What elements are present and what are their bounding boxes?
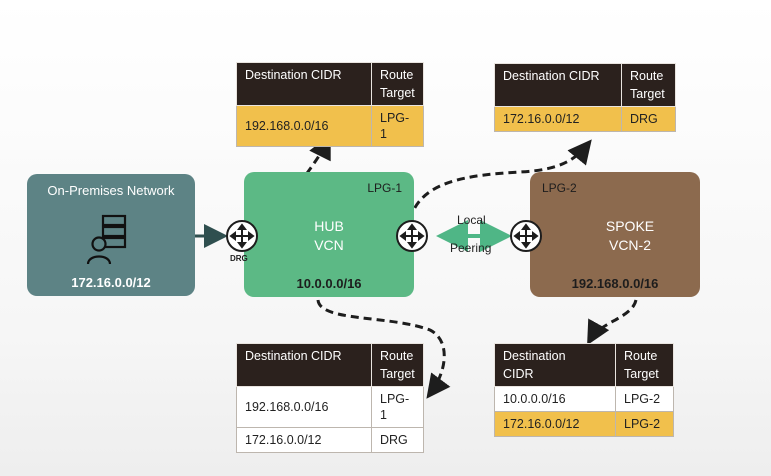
spoke-name-line2: VCN-2 xyxy=(608,237,651,253)
hub-name-line2: VCN xyxy=(314,237,344,253)
peering-label-line2: Peering xyxy=(450,241,492,255)
route-table-bottom-right: Destination CIDR Route Target 10.0.0.0/1… xyxy=(494,343,674,437)
cell-target: DRG xyxy=(371,427,424,453)
cell-destination: 172.16.0.0/12 xyxy=(236,427,372,453)
hub-vcn-box: LPG-1 HUB VCN 10.0.0.0/16 xyxy=(244,172,414,297)
col-header-destination: Destination CIDR xyxy=(494,63,622,107)
lpg2-router-icon xyxy=(510,220,542,252)
dashed-arrow-spoke-to-bottom-right-table xyxy=(587,299,638,346)
route-table-top-left: Destination CIDR Route Target 192.168.0.… xyxy=(236,62,424,147)
spoke-vcn-box: LPG-2 SPOKE VCN-2 192.168.0.0/16 xyxy=(530,172,700,297)
cell-destination: 192.168.0.0/16 xyxy=(236,105,372,147)
spoke-name-line1: SPOKE xyxy=(605,218,655,234)
dashed-arrow-hub-to-bottom-left-table xyxy=(316,299,451,399)
route-table-top-right: Destination CIDR Route Target 172.16.0.0… xyxy=(494,63,676,132)
route-table-bottom-left: Destination CIDR Route Target 192.168.0.… xyxy=(236,343,424,453)
spoke-cidr: 192.168.0.0/16 xyxy=(571,276,659,291)
peering-label-line1: Local xyxy=(457,213,486,227)
col-header-route-target: Route Target xyxy=(615,343,674,387)
drg-router-icon xyxy=(226,220,258,252)
cell-target: DRG xyxy=(621,106,676,132)
col-header-route-target: Route Target xyxy=(371,62,424,106)
onprem-cidr: 172.16.0.0/12 xyxy=(71,275,151,290)
cell-destination: 172.16.0.0/12 xyxy=(494,106,622,132)
drg-label: DRG xyxy=(230,254,248,263)
spoke-lpg-label: LPG-2 xyxy=(542,181,577,195)
onprem-title: On-Premises Network xyxy=(47,183,175,198)
onprem-network-box: On-Premises Network 172.16.0.0/12 xyxy=(27,174,195,296)
cell-target: LPG-1 xyxy=(371,386,424,428)
cell-target: LPG-2 xyxy=(615,411,674,437)
col-header-destination: Destination CIDR xyxy=(236,62,372,106)
col-header-route-target: Route Target xyxy=(621,63,676,107)
hub-name-line1: HUB xyxy=(314,218,344,234)
hub-cidr: 10.0.0.0/16 xyxy=(296,276,362,291)
cell-target: LPG-2 xyxy=(615,386,674,412)
hub-lpg-label: LPG-1 xyxy=(367,181,402,195)
cell-destination: 10.0.0.0/16 xyxy=(494,386,616,412)
cell-destination: 192.168.0.0/16 xyxy=(236,386,372,428)
table-row: 172.16.0.0/12 LPG-2 xyxy=(494,411,674,437)
lpg1-router-icon xyxy=(396,220,428,252)
server-user-icon xyxy=(85,214,135,266)
cell-target: LPG-1 xyxy=(371,105,424,147)
dashed-arrow-lpg1-to-top-right-table xyxy=(408,139,592,221)
table-row: 192.168.0.0/16 LPG-1 xyxy=(236,105,424,147)
table-row: 172.16.0.0/12 DRG xyxy=(494,106,676,132)
table-row: 172.16.0.0/12 DRG xyxy=(236,427,424,453)
table-row: 10.0.0.0/16 LPG-2 xyxy=(494,386,674,412)
col-header-destination: Destination CIDR xyxy=(494,343,616,387)
col-header-destination: Destination CIDR xyxy=(236,343,372,387)
table-row: 192.168.0.0/16 LPG-1 xyxy=(236,386,424,428)
col-header-route-target: Route Target xyxy=(371,343,424,387)
cell-destination: 172.16.0.0/12 xyxy=(494,411,616,437)
